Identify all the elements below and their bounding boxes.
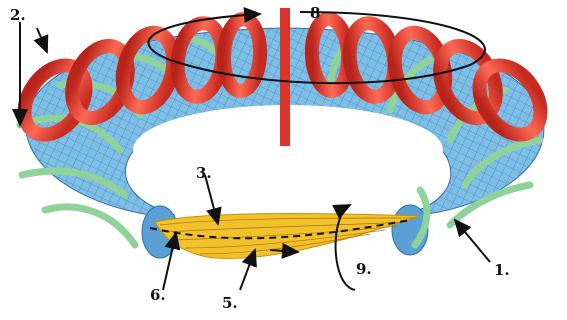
central-coil-bar bbox=[280, 8, 290, 146]
pointer-arrow-2b bbox=[37, 28, 47, 52]
label-1: 1. bbox=[494, 261, 510, 279]
label-8: 8 bbox=[310, 4, 320, 22]
label-9: 9. bbox=[356, 260, 372, 278]
label-3: 3. bbox=[196, 164, 212, 182]
label-2: 2. bbox=[10, 6, 26, 24]
label-6: 6. bbox=[150, 286, 166, 304]
label-5: 5. bbox=[222, 294, 238, 312]
pointer-arrow-1 bbox=[455, 220, 490, 262]
helical-winding bbox=[45, 207, 135, 245]
